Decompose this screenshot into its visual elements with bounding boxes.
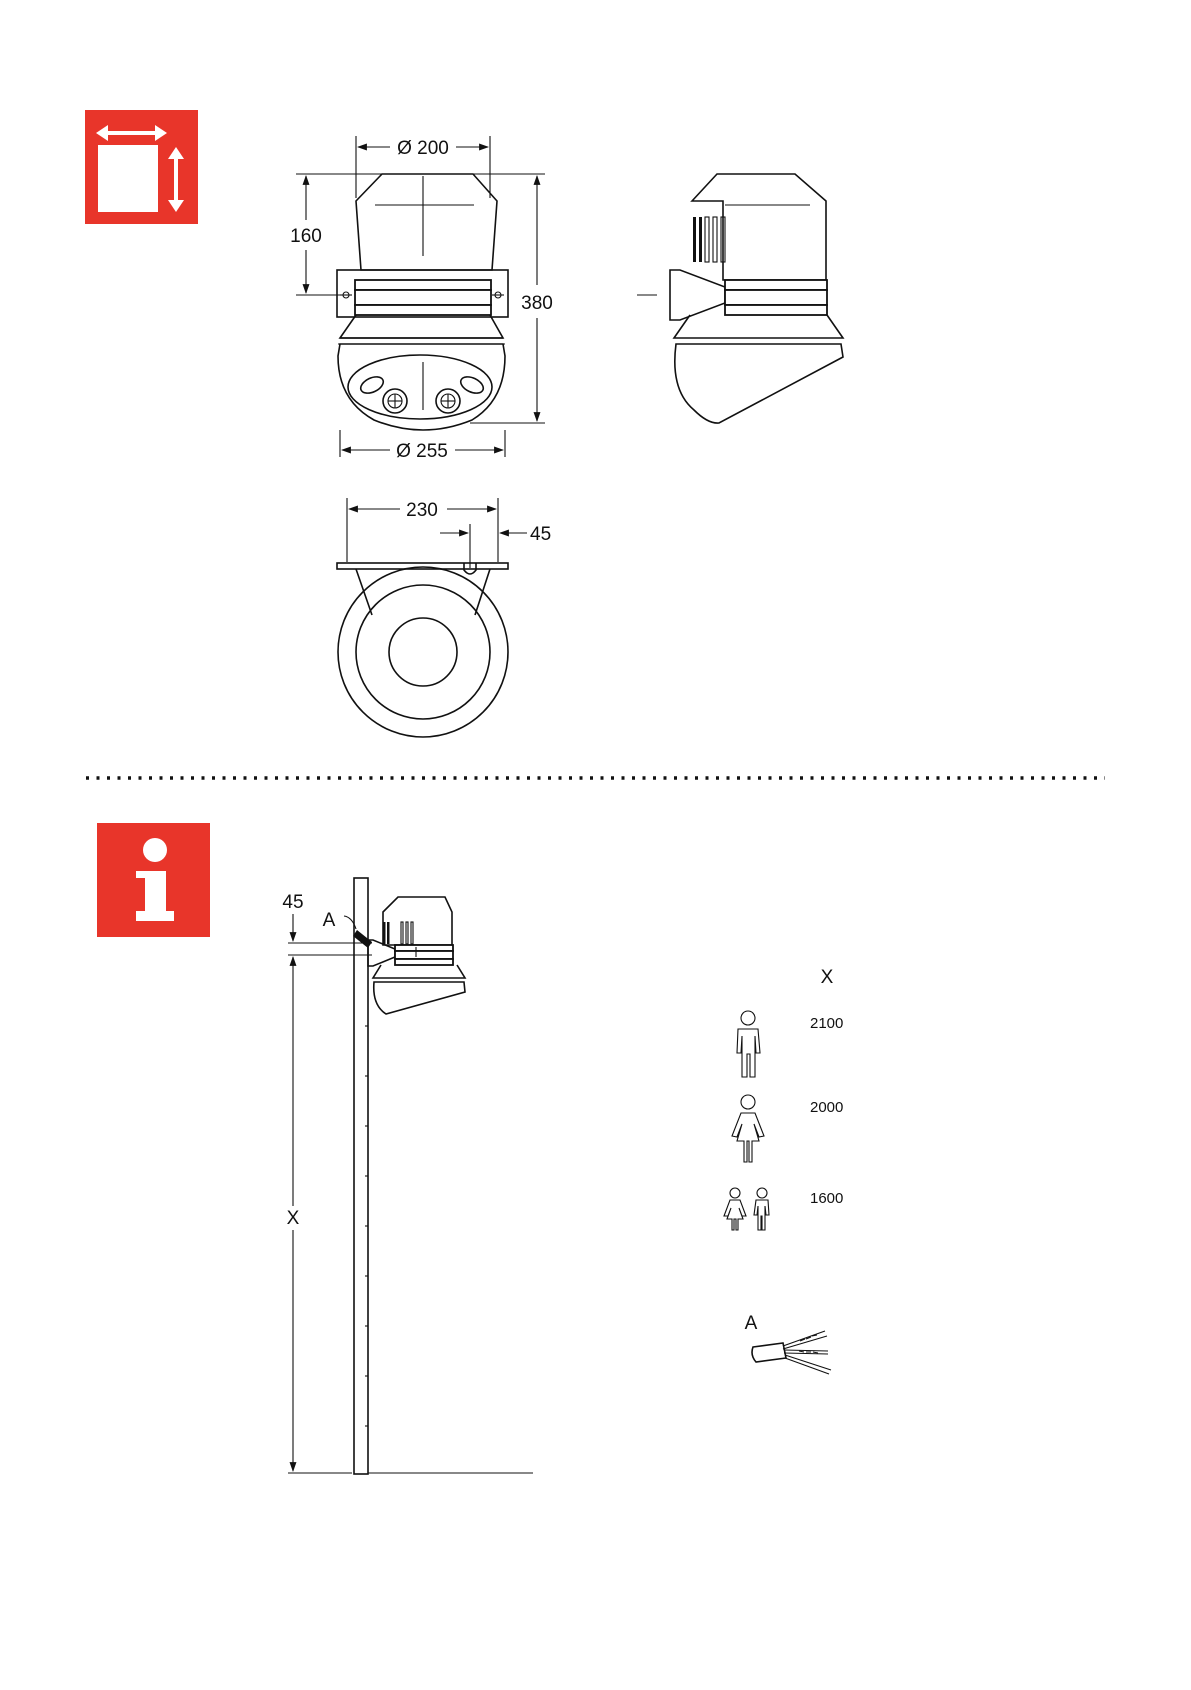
installation-drawing <box>288 878 533 1474</box>
dimensions-icon <box>85 110 198 224</box>
children-figure-icon <box>724 1188 769 1230</box>
dimension-height-total: 380 <box>521 293 553 314</box>
table-header-x: X <box>821 967 834 988</box>
dimension-diameter-bottom: Ø 255 <box>396 441 448 462</box>
table-value-woman: 2000 <box>810 1099 843 1116</box>
woman-figure-icon <box>732 1095 764 1162</box>
top-view-drawing <box>337 498 527 737</box>
cable-marker-label: A <box>323 910 336 931</box>
front-view-drawing <box>296 136 545 457</box>
installation-offset-label: 45 <box>282 892 303 913</box>
side-view-drawing <box>637 174 843 423</box>
dimension-offset: 45 <box>530 524 551 545</box>
dimension-plate-width: 230 <box>406 500 438 521</box>
table-value-man: 2100 <box>810 1015 843 1032</box>
dimension-height-upper: 160 <box>290 226 322 247</box>
cable-detail-drawing <box>752 1331 831 1374</box>
table-value-children: 1600 <box>810 1190 843 1207</box>
height-variable-label: X <box>287 1208 300 1229</box>
man-figure-icon <box>737 1011 760 1077</box>
info-icon <box>97 823 210 937</box>
dimension-diameter-top: Ø 200 <box>397 138 449 159</box>
detail-label-a: A <box>745 1313 758 1334</box>
